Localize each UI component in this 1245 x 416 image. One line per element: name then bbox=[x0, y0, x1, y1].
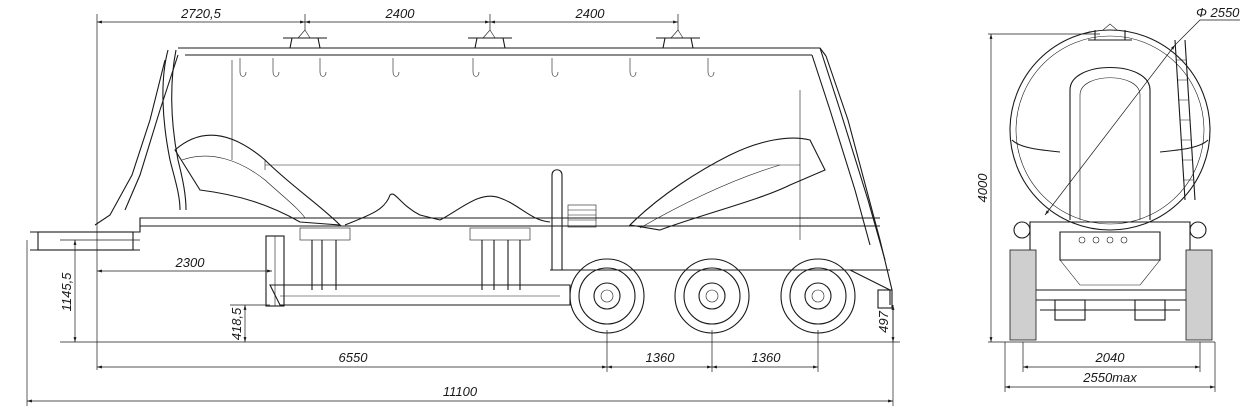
valve-cluster-front bbox=[299, 227, 351, 290]
hatch-1 bbox=[283, 29, 327, 49]
dim-front-overhang: 2720,5 bbox=[180, 6, 222, 21]
hatch-2 bbox=[468, 29, 512, 49]
valve-cluster-rear bbox=[469, 227, 531, 290]
end-dimensions bbox=[988, 19, 1240, 392]
dim-axle-spacing-2: 1360 bbox=[752, 350, 782, 365]
dim-tank-diameter: Φ 2550 bbox=[1196, 5, 1240, 20]
dim-hatch-spacing-1: 2400 bbox=[385, 6, 416, 21]
dim-axle-spacing-1: 1360 bbox=[646, 350, 676, 365]
dim-frame-height: 418,5 bbox=[229, 307, 244, 340]
side-view bbox=[30, 29, 893, 334]
dim-track-width: 2040 bbox=[1095, 350, 1126, 365]
top-hooks bbox=[239, 58, 715, 77]
end-view bbox=[1009, 23, 1213, 341]
hatch-3 bbox=[656, 29, 700, 49]
dim-overall-height: 4000 bbox=[975, 173, 990, 203]
dim-kingpin-to-axle: 6550 bbox=[339, 350, 369, 365]
dim-coupling-height: 1145,5 bbox=[59, 272, 74, 312]
dim-kingpin-to-leg: 2300 bbox=[175, 255, 206, 270]
side-dimensions bbox=[26, 14, 900, 406]
dim-overall-width: 2550max bbox=[1082, 370, 1137, 385]
dim-rear-height: 497 bbox=[876, 310, 891, 332]
dim-overall-length: 11100 bbox=[443, 384, 478, 399]
dim-hatch-spacing-2: 2400 bbox=[575, 6, 606, 21]
